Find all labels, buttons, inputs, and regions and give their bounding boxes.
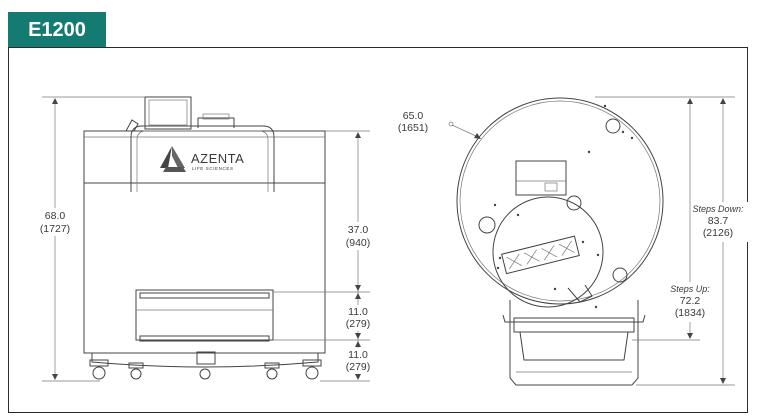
top-rail-inner <box>136 130 269 192</box>
dim-right-stack: 37.0 (940) 11.0 (279) 11.0 (279) <box>273 130 378 382</box>
tank-top-inner <box>459 100 661 302</box>
lower-height-in: 11.0 <box>348 349 368 361</box>
steps-up-mm: (1834) <box>675 307 705 319</box>
lower-frame <box>135 289 274 341</box>
model-tab: E1200 <box>8 12 106 48</box>
dim-steps: Steps Down: 83.7 (2126) Steps Up: 72.2 (… <box>595 96 751 386</box>
fill-port <box>125 119 139 132</box>
front-view: AZENTA LIFE SCIENCES <box>26 96 378 382</box>
steps-down-in: 83.7 <box>708 215 729 227</box>
steps-down-mm: (2126) <box>703 227 733 239</box>
brand-name: AZENTA <box>191 151 244 166</box>
port-left <box>478 216 496 234</box>
bolt-dots <box>493 104 634 309</box>
steps-down-label: Steps Down: <box>692 204 744 214</box>
middle-height-mm: (279) <box>346 318 371 330</box>
tank-top-outer <box>456 97 664 305</box>
dim-overall-height: 68.0 (1727) <box>26 96 145 382</box>
brand-logo: AZENTA LIFE SCIENCES <box>160 146 244 172</box>
logo-mark-left <box>160 146 172 168</box>
model-label: E1200 <box>28 18 86 41</box>
control-screen <box>148 99 188 126</box>
lid-handle <box>197 117 235 128</box>
caster-left-outer <box>89 359 109 380</box>
caster-right-outer <box>302 359 322 380</box>
port-top-right <box>605 118 621 134</box>
lid-handle-top <box>202 113 230 120</box>
logo-mark-right <box>172 146 185 168</box>
top-view: 65.0 (1651) Steps Down: 83.7 (2126) Step… <box>398 96 751 386</box>
step-frame <box>509 300 639 386</box>
upper-height-mm: (940) <box>346 237 371 249</box>
brand-subline: LIFE SCIENCES <box>192 166 234 171</box>
lower-rail-bottom <box>139 335 270 342</box>
steps-up-label: Steps Up: <box>670 284 710 294</box>
port-bottom-right <box>612 267 628 283</box>
lower-height-mm: (279) <box>346 361 371 373</box>
diameter-in: 65.0 <box>403 110 424 122</box>
lid-latch <box>567 284 593 303</box>
dim-diameter: 65.0 (1651) <box>398 110 481 139</box>
base-skirt <box>91 353 319 368</box>
step-ledge <box>502 314 646 323</box>
port-center <box>566 195 582 211</box>
control-panel <box>144 96 192 130</box>
middle-height-in: 11.0 <box>348 306 368 318</box>
base-drain <box>196 351 216 365</box>
top-rail <box>130 125 275 192</box>
step-upper <box>513 317 635 333</box>
top-control-box <box>515 160 567 196</box>
steps-up-in: 72.2 <box>680 295 701 307</box>
step-lower <box>519 331 629 361</box>
lower-rail-top <box>139 292 270 299</box>
caster-right-inner <box>264 362 280 380</box>
rack-tray <box>501 235 580 275</box>
caster-center <box>199 368 211 380</box>
diameter-mm: (1651) <box>398 122 428 134</box>
overall-height-in: 68.0 <box>45 210 66 222</box>
logo-mark-base <box>163 167 186 172</box>
caster-left-inner <box>128 362 144 380</box>
tank-body <box>83 182 326 354</box>
overall-height-mm: (1727) <box>40 223 70 235</box>
lid-opening <box>492 196 604 308</box>
upper-height-in: 37.0 <box>348 224 369 236</box>
